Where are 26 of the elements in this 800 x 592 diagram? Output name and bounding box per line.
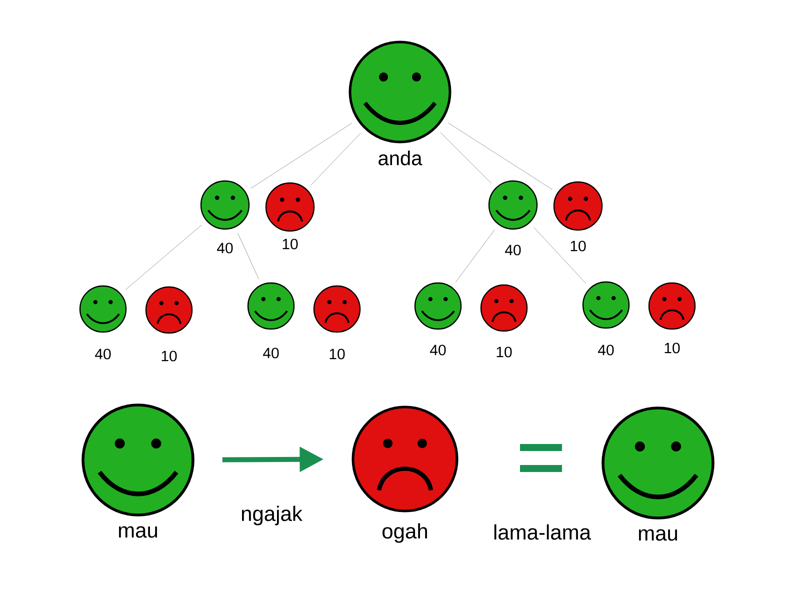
face-label: 10 bbox=[496, 346, 512, 358]
face-label: 10 bbox=[162, 350, 177, 362]
face-label: 40 bbox=[430, 344, 446, 356]
edge-label: ngajak bbox=[242, 506, 302, 526]
face-label: 10 bbox=[570, 240, 586, 252]
face-label: 40 bbox=[505, 244, 521, 256]
face-label: 40 bbox=[217, 242, 233, 254]
connector-line bbox=[534, 227, 586, 284]
face-label: mau bbox=[638, 529, 678, 541]
face-label: 10 bbox=[664, 342, 680, 354]
connector-line bbox=[448, 122, 552, 190]
connector-line bbox=[440, 132, 492, 184]
connector-line bbox=[250, 122, 352, 189]
face-label: 40 bbox=[598, 344, 614, 356]
connector-line bbox=[310, 133, 361, 186]
connector-line bbox=[125, 224, 202, 290]
connector-line bbox=[455, 229, 495, 282]
face-label: mau bbox=[118, 526, 158, 538]
face-label: ogah bbox=[382, 523, 427, 543]
face-label: 40 bbox=[263, 348, 279, 358]
connector-line bbox=[237, 232, 259, 280]
label-text: lama-lama bbox=[494, 524, 591, 540]
face-label: 10 bbox=[282, 238, 298, 250]
face-label: 10 bbox=[330, 348, 345, 360]
face-label: anda bbox=[378, 150, 422, 166]
face-label: 40 bbox=[95, 348, 111, 360]
